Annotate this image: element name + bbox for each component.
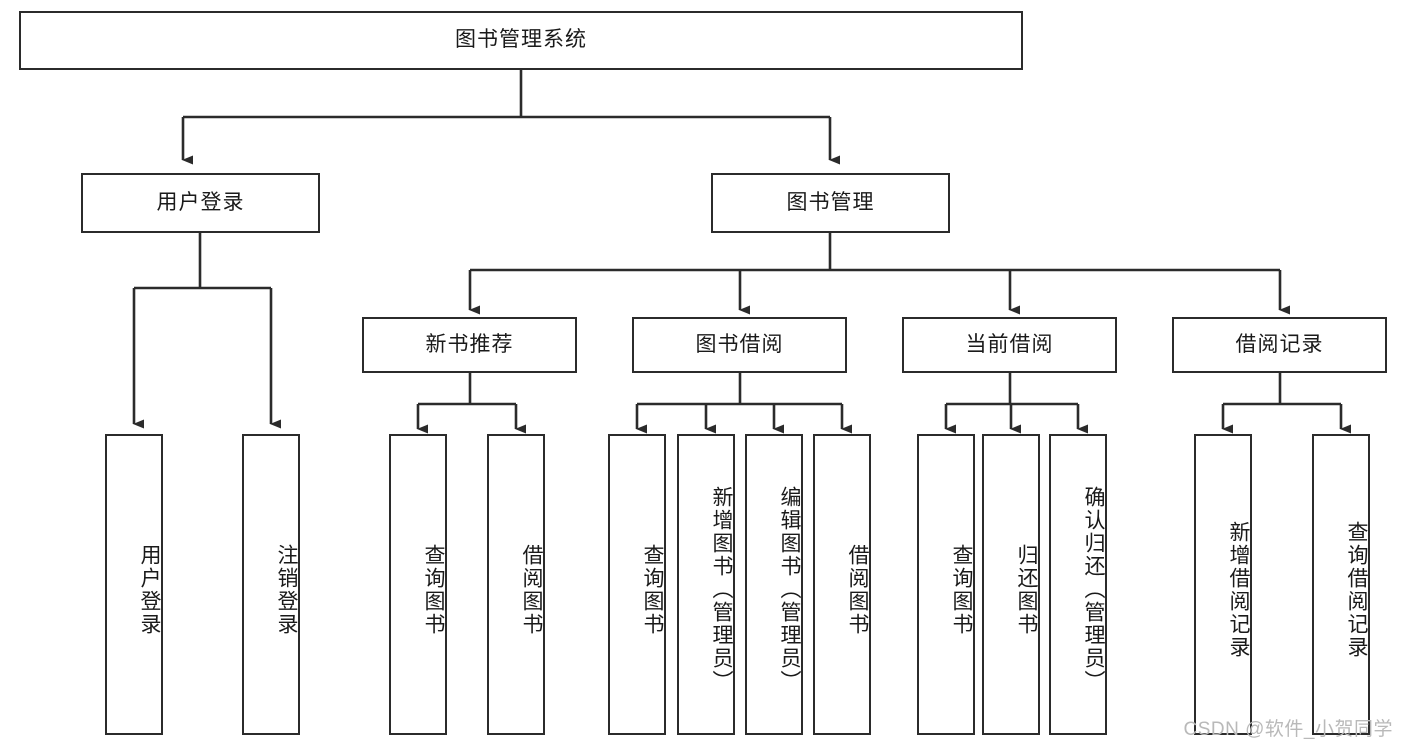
node-root[interactable]: 图书管理系统: [19, 11, 1023, 70]
node-leaf-add-record[interactable]: 新增借阅记录: [1194, 434, 1252, 735]
node-leaf-borrow-book-2[interactable]: 借阅图书: [813, 434, 871, 735]
node-leaf-return-book-label: 归还图书: [1015, 543, 1038, 636]
node-leaf-edit-book[interactable]: 编辑图书（管理员）: [745, 434, 803, 735]
node-leaf-edit-book-label: 编辑图书（管理员）: [778, 486, 801, 693]
node-leaf-query-book-1-label: 查询图书: [422, 543, 445, 636]
node-new-book-recommend-label: 新书推荐: [425, 332, 514, 356]
node-leaf-user-login[interactable]: 用户登录: [105, 434, 163, 735]
node-current-borrow[interactable]: 当前借阅: [902, 317, 1117, 373]
node-leaf-add-book[interactable]: 新增图书（管理员）: [677, 434, 735, 735]
node-leaf-add-record-label: 新增借阅记录: [1227, 520, 1250, 659]
node-leaf-borrow-book-2-label: 借阅图书: [846, 543, 869, 636]
node-leaf-user-login-label: 用户登录: [138, 543, 161, 636]
node-borrow-record-label: 借阅记录: [1235, 332, 1324, 356]
node-user-login-label: 用户登录: [156, 190, 245, 214]
node-leaf-logout-login-label: 注销登录: [275, 543, 298, 636]
node-new-book-recommend[interactable]: 新书推荐: [362, 317, 577, 373]
node-user-login[interactable]: 用户登录: [81, 173, 320, 233]
node-leaf-borrow-book-1-label: 借阅图书: [520, 543, 543, 636]
node-leaf-query-book-1[interactable]: 查询图书: [389, 434, 447, 735]
node-leaf-confirm-return-label: 确认归还（管理员）: [1082, 486, 1105, 693]
node-leaf-query-record[interactable]: 查询借阅记录: [1312, 434, 1370, 735]
node-leaf-query-book-3-label: 查询图书: [950, 543, 973, 636]
node-leaf-add-book-label: 新增图书（管理员）: [710, 486, 733, 693]
node-current-borrow-label: 当前借阅: [965, 332, 1054, 356]
node-leaf-query-record-label: 查询借阅记录: [1345, 520, 1368, 659]
node-book-borrow[interactable]: 图书借阅: [632, 317, 847, 373]
node-leaf-query-book-3[interactable]: 查询图书: [917, 434, 975, 735]
node-book-borrow-label: 图书借阅: [695, 332, 784, 356]
node-leaf-borrow-book-1[interactable]: 借阅图书: [487, 434, 545, 735]
node-leaf-confirm-return[interactable]: 确认归还（管理员）: [1049, 434, 1107, 735]
node-leaf-return-book[interactable]: 归还图书: [982, 434, 1040, 735]
node-root-label: 图书管理系统: [455, 28, 587, 52]
node-leaf-query-book-2[interactable]: 查询图书: [608, 434, 666, 735]
watermark-text: CSDN @软件_小贺同学: [1183, 719, 1393, 740]
node-book-management-label: 图书管理: [786, 190, 875, 214]
node-borrow-record[interactable]: 借阅记录: [1172, 317, 1387, 373]
node-book-management[interactable]: 图书管理: [711, 173, 950, 233]
node-leaf-logout-login[interactable]: 注销登录: [242, 434, 300, 735]
node-leaf-query-book-2-label: 查询图书: [641, 543, 664, 636]
